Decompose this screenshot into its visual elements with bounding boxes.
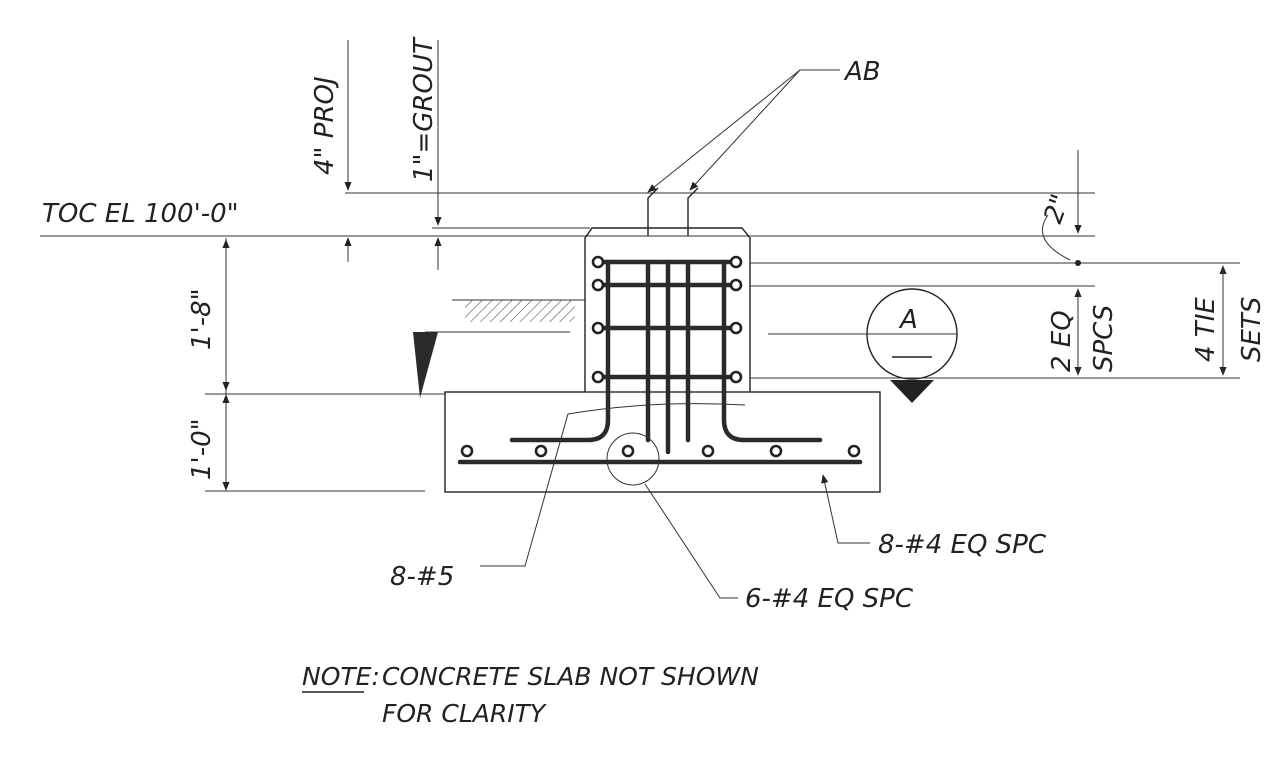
footing-bar-ring (769, 444, 783, 458)
footing-bar-ring (621, 444, 635, 458)
pedestal-bar-ring (591, 255, 605, 269)
pedestal-outline (584, 227, 751, 392)
ab-leader-left (647, 69, 801, 193)
bars-6-4-label: 6-#4 EQ SPC (745, 584, 914, 614)
leader-8-4 (821, 474, 870, 544)
dim-dot (1075, 260, 1081, 266)
note-label: NOTE: (302, 662, 380, 691)
pedestal-bar-ring (729, 255, 743, 269)
bars-8-5-label: 8-#5 (390, 562, 454, 592)
grade-hatch (465, 300, 575, 322)
anchor-bolt-left (647, 187, 659, 236)
pedestal-bar-ring (729, 321, 743, 335)
toc-label: TOC EL 100'-0" (42, 199, 239, 229)
grade-wedge-icon (413, 332, 438, 398)
detail-circle (606, 432, 660, 486)
footing-bar-ring (534, 444, 548, 458)
ab-label: AB (843, 57, 881, 87)
leader-8-5 (480, 403, 746, 567)
proj-label: 4" PROJ (310, 76, 340, 175)
note-line-2: FOR CLARITY (382, 699, 547, 728)
vertical-bar-right (721, 259, 823, 443)
eq-spcs-label-2: SPCS (1089, 305, 1119, 372)
eq-spcs-label-1: 2 EQ (1047, 310, 1077, 372)
dim-2in-leader (1041, 214, 1071, 261)
leader-6-4 (644, 483, 738, 599)
pedestal-bar-ring (591, 370, 605, 384)
footing-height-label: 1'-0" (187, 418, 217, 480)
tie-sets-label-1: 4 TIE (1191, 297, 1221, 362)
footing-bar-ring (701, 444, 715, 458)
footing-outline (444, 391, 881, 493)
section-pointer-icon (890, 380, 934, 403)
pedestal-bar-ring (729, 370, 743, 384)
bars-8-4-label: 8-#4 EQ SPC (878, 530, 1047, 560)
pedestal-bar-ring (591, 321, 605, 335)
pedestal-height-label: 1'-8" (187, 288, 217, 350)
note-line-1: CONCRETE SLAB NOT SHOWN (382, 662, 759, 691)
footing-bar-ring (847, 444, 861, 458)
pedestal-bar-ring (729, 278, 743, 292)
anchor-bolt-right (687, 187, 699, 236)
tie-sets-label-2: SETS (1237, 297, 1267, 362)
vertical-bar-left (509, 259, 611, 443)
pedestal-bar-ring (591, 278, 605, 292)
footing-bar-ring (460, 444, 474, 458)
ab-leader-right (689, 69, 801, 191)
grout-label: 1"=GROUT (409, 36, 439, 182)
section-mark-label: A (898, 305, 918, 335)
